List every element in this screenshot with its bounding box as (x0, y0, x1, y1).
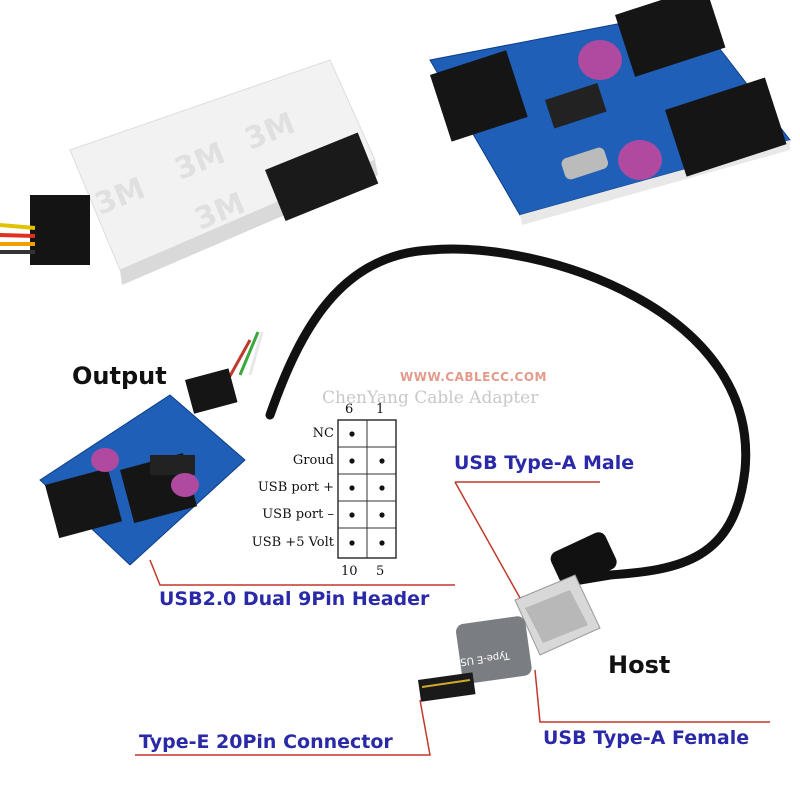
watermark-brand: ChenYang Cable Adapter (322, 388, 539, 408)
dual-header-pcb (39, 368, 246, 566)
pin-number-5: 5 (376, 564, 385, 579)
usb-a-female-label: USB Type-A Female (543, 727, 750, 749)
watermark-url: WWW.CABLECC.COM (400, 370, 547, 384)
usb-cable (265, 244, 751, 585)
pin-label-usb-minus: USB port – (262, 507, 334, 522)
type-e-adapter: Type-E USB (417, 616, 532, 702)
adhesive-module-photo: 3M 3M 3M 3M 3M (0, 59, 379, 285)
pin-number-10: 10 (341, 564, 358, 579)
usb-header-label: USB2.0 Dual 9Pin Header (159, 588, 430, 610)
pin-label-5v: USB +5 Volt (251, 535, 334, 550)
pin-label-nc: NC (312, 426, 334, 441)
pin-number-1: 1 (376, 402, 385, 417)
host-label: Host (608, 651, 671, 679)
output-label: Output (72, 362, 167, 390)
usb-a-male-plug (514, 532, 617, 656)
leader-lines (135, 481, 770, 756)
usb-a-male-label: USB Type-A Male (454, 452, 635, 474)
pcb-top-photo (429, 0, 791, 225)
pinout-grid (337, 419, 397, 559)
pin-number-6: 6 (345, 402, 354, 417)
type-e-label: Type-E 20Pin Connector (139, 731, 393, 753)
pin-label-usb-plus: USB port + (257, 480, 334, 495)
pin-label-ground: Groud (292, 453, 334, 468)
